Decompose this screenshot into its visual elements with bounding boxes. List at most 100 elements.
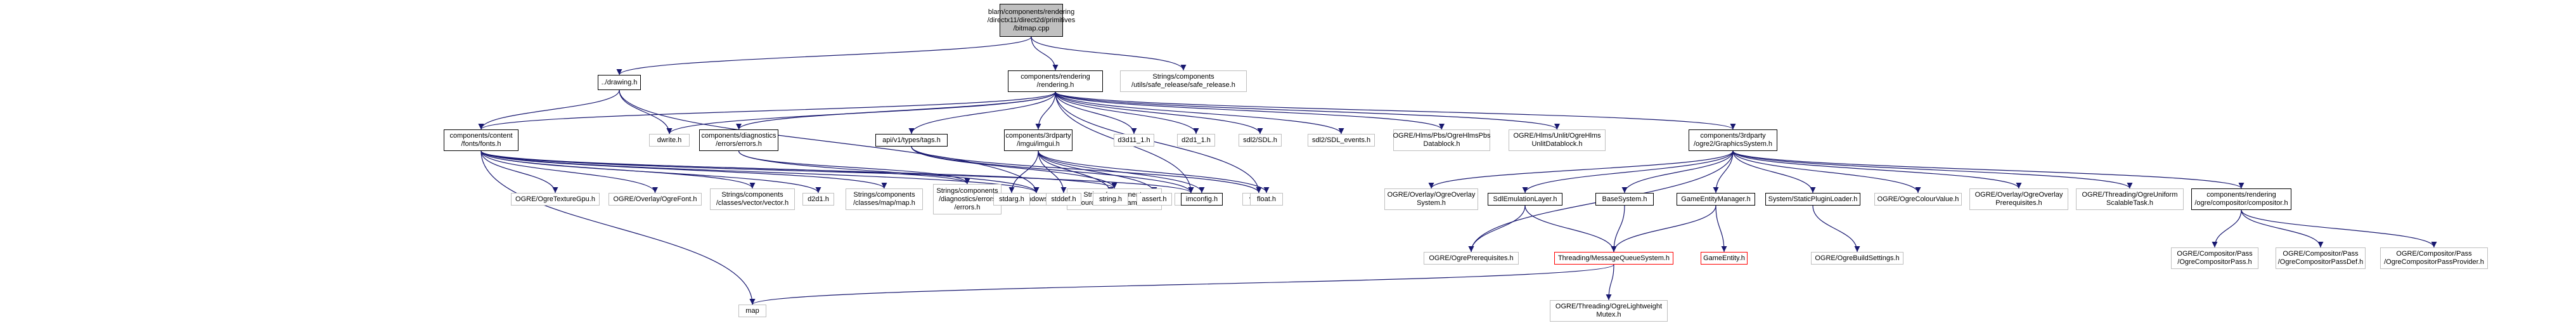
node-hlms-unlit: OGRE/Hlms/Unlit/OgreHlms UnlitDatablock.… — [1509, 129, 1606, 151]
node-dwrite: dwrite.h — [649, 134, 690, 147]
edge-rendering-to-imgui — [1035, 91, 1056, 130]
node-base-system[interactable]: BaseSystem.h — [1595, 193, 1654, 206]
edge-drawing-to-dwrite — [619, 89, 673, 135]
edge-graphics-system-to-compositor — [1732, 150, 2244, 189]
edge-rendering-to-d2d1-1 — [1055, 91, 1199, 135]
node-graphics-system[interactable]: components/3rdparty /ogre2/GraphicsSyste… — [1689, 129, 1777, 151]
edge-root-to-rendering — [1031, 36, 1059, 71]
edge-drawing-to-fonts — [478, 89, 620, 130]
node-d2d1: d2d1.h — [802, 193, 834, 206]
node-ogre-font: OGRE/Overlay/OgreFont.h — [609, 193, 702, 206]
node-mq-system[interactable]: Threading/MessageQueueSystem.h — [1554, 252, 1673, 265]
edge-fonts-to-map — [480, 150, 756, 305]
node-sdl-emulation[interactable]: SdlEmulationLayer.h — [1488, 193, 1562, 206]
node-sdl-events: sdl2/SDL_events.h — [1308, 134, 1375, 147]
edge-sdl-emulation-to-mq-system — [1524, 205, 1617, 253]
node-overlay-prereq: OGRE/Overlay/OgreOverlay Prerequisites.h — [1969, 188, 2068, 210]
node-uniform-task: OGRE/Threading/OgreUniform ScalableTask.… — [2076, 188, 2184, 210]
edge-graphics-system-to-overlay-prereq — [1732, 150, 2022, 189]
edge-diag-errors-to-windows-h — [738, 150, 1040, 194]
node-api-tags[interactable]: api/v1/types/tags.h — [875, 134, 948, 147]
edge-graphics-system-to-entity-manager — [1713, 150, 1734, 194]
node-imconfig[interactable]: imconfig.h — [1181, 193, 1223, 206]
edge-graphics-system-to-uniform-task — [1732, 150, 2133, 189]
node-colour-value: OGRE/OgreColourValue.h — [1874, 193, 1962, 206]
node-lightweight-mutex: OGRE/Threading/OgreLightweight Mutex.h — [1550, 300, 1668, 322]
edge-fonts-to-string — [480, 150, 1194, 194]
node-root: blam/components/rendering /directx11/dir… — [988, 4, 1075, 37]
node-rendering[interactable]: components/rendering /rendering.h — [1008, 70, 1103, 92]
node-hlms-pbs: OGRE/Hlms/Pbs/OgreHlmsPbs Datablock.h — [1393, 129, 1491, 151]
edge-fonts-to-texture-gpu — [480, 150, 558, 194]
edge-rendering-to-vector — [1055, 91, 1262, 194]
node-vector-h: Strings/components /classes/vector/vecto… — [710, 188, 795, 210]
node-comp-pass-def: OGRE/Compositor/Pass /OgreCompositorPass… — [2276, 247, 2366, 269]
node-comp-pass-provider: OGRE/Compositor/Pass /OgreCompositorPass… — [2380, 247, 2488, 269]
node-static-plugin[interactable]: System/StaticPluginLoader.h — [1765, 193, 1860, 206]
node-sdl: sdl2/SDL.h — [1239, 134, 1282, 147]
edge-entity-manager-to-game-entity — [1715, 205, 1727, 253]
edge-graphics-system-to-colour-value — [1732, 150, 1921, 194]
node-entity-manager[interactable]: GameEntityManager.h — [1677, 193, 1755, 206]
node-map: map — [738, 305, 766, 317]
edge-api-tags-to-string — [911, 146, 1194, 194]
edge-imgui-to-float — [1038, 150, 1270, 194]
edge-mq-system-to-lightweight-mutex — [1606, 264, 1614, 301]
edge-fonts-to-map-h — [480, 150, 887, 189]
node-stdarg: stdarg.h — [993, 193, 1030, 206]
edge-rendering-to-api-tags — [908, 91, 1056, 135]
edge-imgui-to-stddef — [1038, 150, 1067, 194]
edge-graphics-system-to-sdl-emulation — [1522, 150, 1734, 194]
edge-layer — [478, 36, 2437, 305]
edge-imgui-to-imconfig — [1038, 150, 1205, 194]
node-diag-errors[interactable]: components/diagnostics /errors/errors.h — [699, 129, 778, 151]
edge-sdl-emulation-to-ogre-prereq — [1468, 205, 1526, 253]
edge-rendering-to-sdl — [1055, 91, 1263, 135]
edge-base-system-to-mq-system — [1611, 205, 1625, 253]
node-game-entity[interactable]: GameEntity.h — [1701, 252, 1748, 265]
edge-compositor-to-comp-pass-def — [2241, 209, 2324, 248]
node-string-h: string.h — [1093, 193, 1128, 206]
edge-graphics-system-to-base-system — [1621, 150, 1734, 194]
edge-static-plugin-to-build-settings — [1812, 205, 1860, 253]
edge-imgui-to-string-h — [1038, 150, 1114, 194]
edge-mq-system-to-map — [749, 264, 1614, 305]
edge-entity-manager-to-mq-system — [1611, 205, 1716, 253]
node-build-settings: OGRE/OgreBuildSettings.h — [1811, 252, 1903, 265]
edge-rendering-to-sdl-events — [1055, 91, 1344, 135]
edge-compositor-to-comp-pass — [2212, 209, 2242, 248]
node-texture-gpu: OGRE/OgreTextureGpu.h — [511, 193, 600, 206]
node-safe-release: Strings/components /utils/safe_release/s… — [1120, 70, 1247, 92]
edge-imgui-to-stdarg — [1008, 150, 1039, 194]
edge-drawing-to-windows-h — [619, 89, 1040, 194]
node-imgui[interactable]: components/3rdparty /imgui/imgui.h — [1004, 129, 1072, 151]
edge-root-to-drawing — [616, 36, 1032, 76]
edge-imgui-to-assert — [1038, 150, 1157, 194]
node-comp-pass: OGRE/Compositor/Pass /OgreCompositorPass… — [2171, 247, 2258, 269]
edge-rendering-to-hlms-unlit — [1055, 91, 1560, 130]
node-compositor[interactable]: components/rendering /ogre/compositor/co… — [2191, 188, 2291, 210]
edge-fonts-to-windows-h — [480, 150, 1040, 194]
edge-rendering-to-fonts — [478, 91, 1056, 130]
edge-rendering-to-graphics-system — [1055, 91, 1736, 130]
edge-fonts-to-blam-color — [480, 150, 1117, 189]
node-strings-errors: Strings/components /diagnostics/errors /… — [933, 184, 1001, 214]
node-drawing[interactable]: ../drawing.h — [598, 75, 641, 90]
edge-fonts-to-ogre-font — [480, 150, 658, 194]
edge-rendering-to-hlms-pbs — [1055, 91, 1445, 130]
node-float: float.h — [1250, 193, 1283, 206]
node-map-h: Strings/components /classes/map/map.h — [846, 188, 923, 210]
node-stddef: stddef.h — [1046, 193, 1081, 206]
edge-compositor-to-comp-pass-provider — [2241, 209, 2437, 248]
edge-rendering-to-d3d11-1 — [1055, 91, 1137, 135]
node-overlay-system: OGRE/Overlay/OgreOverlay System.h — [1384, 188, 1478, 210]
node-ogre-prereq: OGRE/OgrePrerequisites.h — [1424, 252, 1519, 265]
edge-rendering-to-diag-errors — [736, 91, 1056, 130]
edge-fonts-to-d2d1 — [480, 150, 821, 194]
edge-graphics-system-to-overlay-system — [1428, 150, 1734, 189]
edge-graphics-system-to-static-plugin — [1732, 150, 1816, 194]
edge-root-to-safe-release — [1031, 36, 1187, 71]
node-fonts[interactable]: components/content /fonts/fonts.h — [444, 129, 518, 151]
node-d3d11-1: d3d11_1.h — [1114, 134, 1154, 147]
